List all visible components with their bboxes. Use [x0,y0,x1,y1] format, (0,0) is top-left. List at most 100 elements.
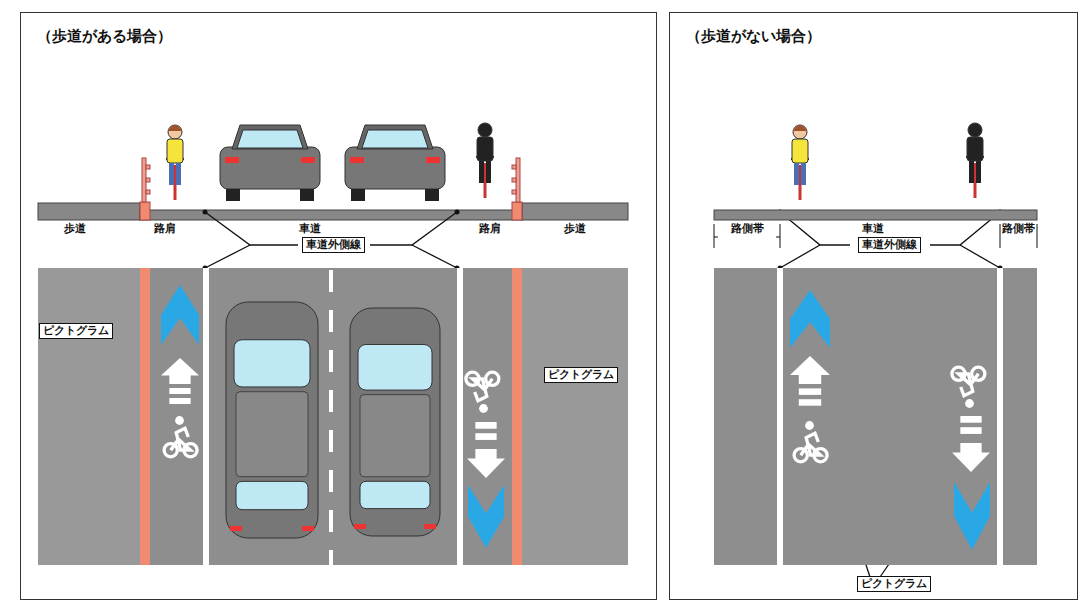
curb-line [140,268,150,565]
frame [171,428,191,450]
car-body [350,308,440,536]
head [805,421,814,430]
section-label: 歩道 [564,222,586,235]
head [965,399,974,408]
tire [226,189,240,201]
body [477,137,493,161]
leg [801,163,806,185]
car-front-view [345,125,445,201]
body [792,139,808,163]
lamp [350,157,364,163]
bollard [142,158,520,202]
lamp [301,157,315,163]
arrow-bar [169,398,190,404]
leg [176,163,181,185]
roof [360,395,430,477]
white-arrow [467,422,505,478]
tire [351,189,365,201]
white-arrow [790,356,830,406]
head [168,125,182,139]
cyclist [966,123,984,198]
panel-frame: （歩道がある場合）車道外側線ピクトグラムピクトグラム [20,12,657,600]
blue-chevron [468,485,504,548]
road-section [140,210,522,220]
car-body [345,147,445,189]
head [478,123,492,137]
body [167,139,183,163]
hair [793,125,807,131]
sidewalk-plan [522,268,628,565]
label-box: ピクトグラム [39,323,113,339]
sidewalk-section [522,203,628,220]
head [793,125,807,139]
label-box: ピクトグラム [857,576,931,592]
car-roof [232,125,308,149]
head [968,123,982,137]
cyclist [476,123,494,198]
cyclist [791,125,809,200]
arrow-bar [799,399,821,405]
panel-frame: （歩道がない場合） 車道外側線ピクトグラム [669,12,1078,600]
leg [479,161,484,183]
leg [486,161,491,183]
section-label: 路側帯 [731,222,764,235]
bicycle-pictogram [952,367,985,408]
frame [801,433,821,455]
hair [168,125,182,131]
car-front-view [220,125,320,201]
section-label: 車道 [299,222,321,235]
cyclist [166,125,184,200]
tire [300,189,314,201]
label-text: 車道外側線 [306,238,361,251]
arrow-bar [799,388,821,394]
head [175,416,184,425]
label-box: ピクトグラム [544,367,618,383]
rear-window [236,481,308,509]
car-top-view [350,308,440,536]
white-arrow [952,416,990,472]
car-top-view [226,302,318,538]
windshield [358,344,432,390]
arrow-head [952,443,990,472]
windshield [234,340,310,387]
section-label: 路側帯 [1002,222,1035,235]
rear-window [360,481,430,508]
body [967,137,983,161]
outer-line [997,268,1003,565]
bicycle-pictogram [466,372,499,413]
center-line [329,270,333,565]
leg [794,163,799,185]
section-label: 歩道 [64,222,86,235]
label-text: ピクトグラム [861,577,927,590]
tire [425,189,439,201]
label-text: 車道外側線 [862,238,917,251]
car-roof [357,125,433,149]
blue-chevron [161,285,199,345]
blue-chevron [954,482,990,550]
arrow-head [790,356,830,384]
panel-heading: （歩道がない場合） [686,27,821,46]
road-plan [38,268,628,565]
leg [976,161,981,183]
lamp [424,524,436,529]
leg [169,163,174,185]
curb [140,202,150,220]
label-text: ピクトグラム [43,324,109,337]
arrow-bar [960,427,981,434]
arrow-bar [960,416,981,423]
leg [969,161,974,183]
lamp [230,526,242,531]
car-window [362,130,428,148]
bicycle-pictogram [794,421,827,462]
arrow-bar [475,433,496,440]
roof [236,392,308,477]
lamp [302,526,314,531]
road-section [714,210,1037,220]
section-label: 車道 [862,222,884,235]
lamp [225,157,239,163]
arrow-head [161,358,199,384]
white-arrow [161,358,199,404]
road-plan [714,268,1037,565]
label-text: ピクトグラム [548,368,614,381]
frame [473,379,493,401]
